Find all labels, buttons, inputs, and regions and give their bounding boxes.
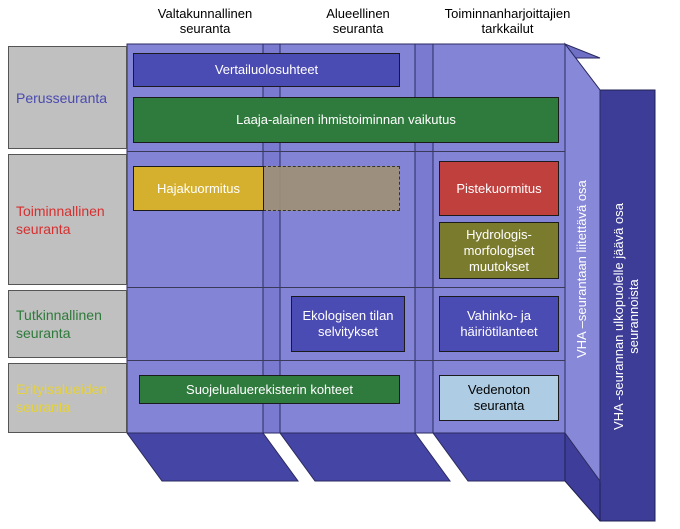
box-hajakuormitus-extension (263, 166, 400, 211)
row-label-text: Perusseuranta (16, 89, 108, 106)
box-laaja-alainen: Laaja-alainen ihmistoiminnan vaikutus (133, 97, 559, 143)
side-label-outer: VHA -seurannan ulkopuolelle jäävä osa se… (611, 203, 641, 430)
box-pistekuormitus: Pistekuormitus (439, 161, 559, 216)
row-separator (127, 151, 565, 152)
row-label-perusseuranta: Perusseuranta (8, 46, 127, 149)
row-separator (127, 287, 565, 288)
column-2-bottom-face (279, 432, 451, 482)
row-separator (127, 360, 565, 361)
column-1-bottom-face (126, 432, 299, 482)
box-suojelualuerekisteri: Suojelualuerekisterin kohteet (139, 375, 400, 404)
box-vertailuolosuhteet: Vertailuolosuhteet (133, 53, 400, 87)
box-hajakuormitus: Hajakuormitus (133, 166, 264, 211)
side-label-inner: VHA –seurantaan liitettävä osa (574, 180, 589, 358)
